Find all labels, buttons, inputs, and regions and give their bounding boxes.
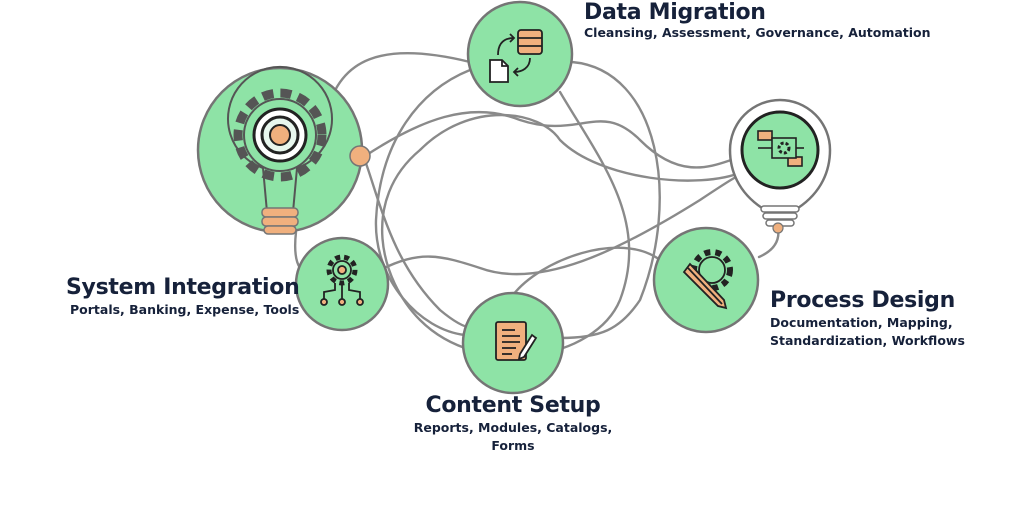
big-lightbulb: [196, 65, 371, 235]
lightbulb-gear-icon: [227, 65, 333, 235]
system-integration-node: [294, 236, 390, 332]
process-design-subtitle-line1: Documentation, Mapping,: [770, 315, 953, 330]
system-integration-subtitle: Portals, Banking, Expense, Tools: [70, 302, 300, 317]
database-migration-icon: [489, 29, 543, 83]
connector-knob: [349, 145, 371, 167]
process-design-subtitle-line2: Standardization, Workflows: [770, 333, 965, 348]
connector-knob-small: [772, 222, 784, 234]
content-setup-subtitle: Reports, Modules, Catalogs, Forms: [413, 420, 613, 453]
gear-network-icon: [320, 254, 364, 306]
content-setup-node: [461, 291, 565, 395]
data-migration-node: [466, 0, 574, 108]
system-integration-title: System Integration: [66, 275, 300, 300]
document-pen-icon: [495, 321, 538, 361]
content-setup-title: Content Setup: [425, 393, 601, 418]
data-migration-subtitle: Cleansing, Assessment, Governance, Autom…: [584, 25, 931, 40]
lightbulb-flowchart-icon: [757, 130, 804, 167]
process-design-title: Process Design: [770, 288, 955, 313]
small-lightbulb: [728, 98, 832, 234]
data-migration-title: Data Migration: [584, 0, 766, 25]
connector-lines: [294, 51, 780, 358]
process-design-node: [652, 226, 760, 334]
gear-pencil-icon: [682, 249, 733, 310]
